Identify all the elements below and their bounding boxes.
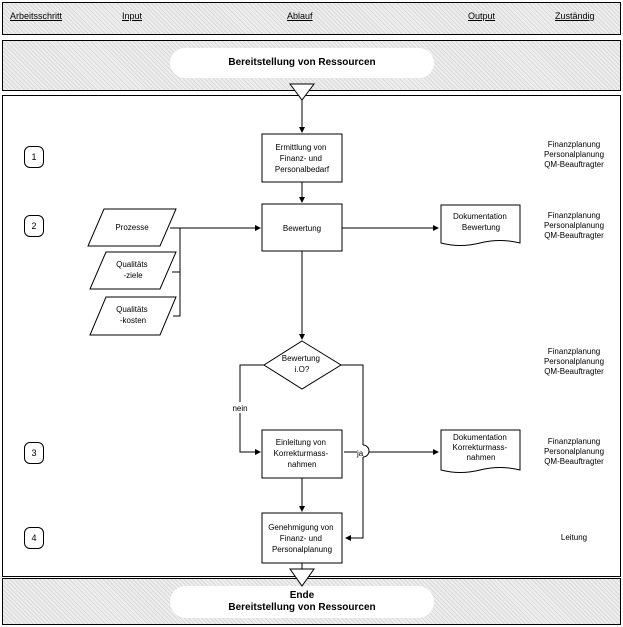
process-box-3-text: Einleitung von Korrekturmass- nahmen — [274, 438, 331, 469]
role-block-4: Leitung — [560, 533, 588, 542]
input-quality-costs-text: Qualitäts -kosten — [116, 305, 150, 325]
no-label: nein — [232, 404, 247, 413]
step-marker-1: 1 — [24, 146, 44, 168]
process-box-3 — [261, 429, 343, 479]
output-doc-bewertung-text: Dokumentation Bewertung — [453, 212, 509, 232]
role-block-3: Finanzplanung Personalplanung QM-Beauftr… — [543, 437, 605, 466]
role-block-1: Finanzplanung Personalplanung QM-Beauftr… — [543, 140, 605, 169]
input-quality-goals-text: Qualitäts -ziele — [116, 260, 150, 280]
step-marker-3: 3 — [24, 442, 44, 464]
header-output: Output — [468, 11, 496, 21]
input-quality-costs — [89, 296, 177, 336]
start-terminator: Bereitstellung von Ressourcen — [170, 48, 434, 78]
end-label-line2: Bereitstellung von Ressourcen — [228, 602, 376, 613]
output-doc-bewertung — [440, 204, 521, 246]
process-box-1 — [261, 133, 343, 183]
yes-branch-down — [341, 364, 364, 445]
role-block-decision: Finanzplanung Personalplanung QM-Beauftr… — [543, 347, 605, 376]
header-responsible: Zuständig — [555, 11, 595, 21]
step-marker-4: 4 — [24, 527, 44, 549]
yes-label: ja — [356, 449, 364, 458]
yes-branch-hop — [362, 444, 370, 458]
process-box-4 — [261, 512, 343, 564]
end-terminator: Ende Bereitstellung von Ressourcen — [170, 586, 434, 618]
header-band — [2, 2, 621, 35]
decision-diamond — [263, 340, 342, 390]
process-box-1-text: Ermittlung von Finanz- und Personalbedar… — [275, 143, 330, 174]
header-input: Input — [122, 11, 143, 21]
start-connector-triangle — [289, 83, 315, 101]
process-box-4-text: Genehmigung von Finanz- und Personalplan… — [268, 523, 336, 554]
role-block-2: Finanzplanung Personalplanung QM-Beauftr… — [543, 211, 605, 240]
input-processes — [87, 208, 177, 247]
header-process: Ablauf — [287, 11, 313, 21]
step-marker-2: 2 — [24, 215, 44, 237]
output-doc-korrektur — [440, 429, 521, 473]
process-box-2 — [261, 203, 343, 252]
connectors — [170, 100, 439, 580]
decision-text: Bewertung i.O? — [282, 354, 322, 374]
end-label-line1: Ende — [289, 590, 315, 601]
process-box-2-text: Bewertung — [283, 224, 321, 233]
no-label-bg — [228, 402, 252, 413]
input-quality-goals — [89, 251, 177, 290]
end-connector-triangle — [289, 568, 315, 587]
output-doc-korrektur-text: Dokumentation Korrekturmass- nahmen — [453, 433, 510, 462]
input-processes-text: Prozesse — [115, 223, 149, 232]
header-step: Arbeitsschritt — [10, 11, 63, 21]
arrow-yes-to-p4 — [345, 457, 364, 541]
